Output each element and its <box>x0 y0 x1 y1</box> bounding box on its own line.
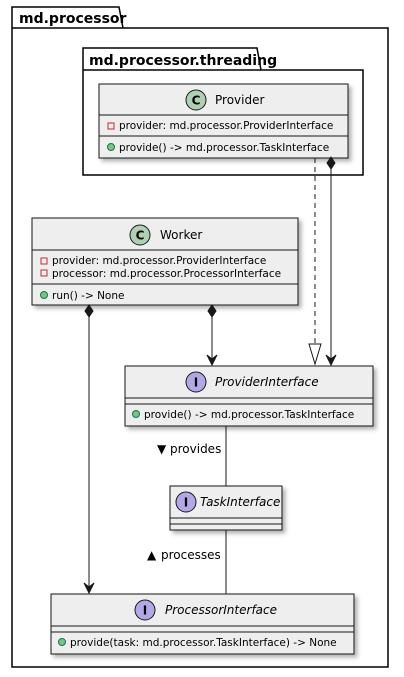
hollow-triangle-arrowhead-icon <box>308 343 322 366</box>
association-provides: ▼ provides <box>157 426 227 486</box>
public-method-icon <box>107 143 115 151</box>
class-method: run() -> None <box>52 290 124 302</box>
private-field-icon <box>40 269 48 277</box>
direction-down-icon: ▼ <box>157 442 167 456</box>
composition-worker-to-processor-interface <box>83 304 95 595</box>
class-provider[interactable] <box>98 83 349 159</box>
interface-provider-interface[interactable] <box>124 365 374 427</box>
class-badge-icon <box>185 89 207 111</box>
package-title: md.processor <box>19 11 127 27</box>
interface-badge-letter: I <box>143 604 147 618</box>
interface-processor-interface[interactable] <box>50 593 355 655</box>
class-badge-letter: C <box>192 94 201 108</box>
association-label: provides <box>170 442 221 456</box>
class-provider-content: C Provider provider: md.processor.Provid… <box>107 89 333 154</box>
interface-badge-icon <box>185 371 207 393</box>
arrowhead-icon <box>325 354 337 367</box>
interface-name: ProcessorInterface <box>165 603 277 617</box>
interface-badge-letter: I <box>184 496 188 510</box>
composition-worker-to-provider-interface <box>206 304 218 367</box>
arrowhead-icon <box>83 582 95 595</box>
package-title: md.processor.threading <box>89 53 277 69</box>
class-badge-icon <box>129 224 151 246</box>
class-worker[interactable] <box>31 217 299 306</box>
interface-method: provide(task: md.processor.TaskInterface… <box>70 637 337 649</box>
association-processes: ▲ processes <box>147 530 227 594</box>
private-field-icon <box>107 122 115 130</box>
composition-provider-to-provider-interface <box>325 156 337 367</box>
interface-badge-icon <box>134 599 156 621</box>
public-method-icon <box>132 410 140 418</box>
realization-provider-to-provider-interface <box>308 158 322 366</box>
direction-up-icon: ▲ <box>147 548 157 562</box>
private-field-icon <box>40 257 48 265</box>
class-name: Worker <box>160 228 202 242</box>
interface-name: ProviderInterface <box>215 375 319 389</box>
interface-badge-icon <box>175 491 197 513</box>
interface-task-interface-content: I TaskInterface <box>175 491 280 513</box>
association-label: processes <box>161 548 221 562</box>
class-method: provide() -> md.processor.TaskInterface <box>119 142 329 154</box>
interface-provider-interface-content: I ProviderInterface provide() -> md.proc… <box>132 371 354 421</box>
class-field: provider: md.processor.ProviderInterface <box>52 255 266 267</box>
class-name: Provider <box>215 93 264 107</box>
class-badge-letter: C <box>136 229 145 243</box>
interface-method: provide() -> md.processor.TaskInterface <box>144 409 354 421</box>
interface-badge-letter: I <box>194 376 198 390</box>
interface-processor-interface-content: I ProcessorInterface provide(task: md.pr… <box>58 599 337 649</box>
public-method-icon <box>58 638 66 646</box>
class-field: provider: md.processor.ProviderInterface <box>119 120 333 132</box>
class-field: processor: md.processor.ProcessorInterfa… <box>52 268 281 280</box>
public-method-icon <box>40 291 48 299</box>
class-worker-content: C Worker provider: md.processor.Provider… <box>40 224 281 302</box>
arrowhead-icon <box>206 354 218 367</box>
interface-name: TaskInterface <box>200 495 280 509</box>
